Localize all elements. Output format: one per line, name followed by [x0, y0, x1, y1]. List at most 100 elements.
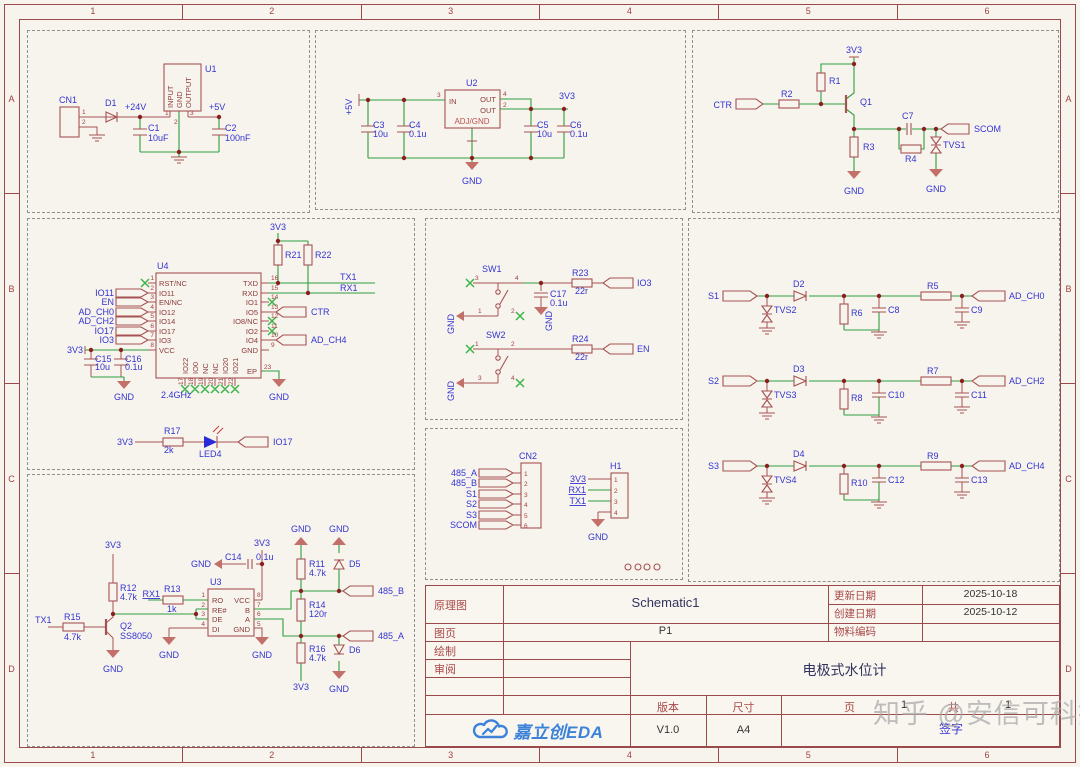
components — [735, 72, 970, 179]
schematic-label: C7 — [902, 111, 914, 121]
schematic-label: INPUT — [166, 85, 175, 108]
schematic-label: 2 — [82, 119, 86, 126]
frame-row-letter: D — [8, 663, 15, 674]
frame-col-number: 4 — [540, 4, 720, 19]
schematic-label: 485_B — [378, 586, 404, 596]
schematic-label: GND — [446, 314, 456, 335]
schematic-label: VCC — [234, 596, 250, 605]
sheet-name: P1 — [658, 625, 673, 637]
harness-flags — [478, 468, 515, 530]
schematic-label: 2 — [503, 102, 507, 109]
frame-col-number: 3 — [362, 748, 541, 763]
ground-symbols — [89, 134, 187, 164]
schematic-label: IO3 — [637, 278, 652, 288]
schematic-label: S2 — [466, 499, 477, 509]
schematic-label: C6 — [570, 120, 582, 130]
schematic-label: R7 — [927, 366, 939, 376]
schematic-label: 485_B — [451, 478, 477, 488]
harness-flags — [115, 288, 150, 345]
net-flag-SCOM — [940, 123, 970, 135]
cloud-logo-icon — [472, 719, 508, 739]
schematic-label: 13 — [271, 304, 279, 311]
resistor-R24 — [571, 344, 593, 354]
schematic-label: 2 — [511, 341, 515, 348]
regulator-U1 — [163, 63, 202, 112]
field-size-label: 尺寸 — [732, 702, 755, 714]
schematic-label: C9 — [971, 305, 983, 315]
schematic-label: GND — [191, 559, 212, 569]
frame-row-letter: C — [1061, 384, 1076, 574]
field-updated-label: 更新日期 — [834, 590, 876, 602]
schematic-label: 4 — [614, 510, 618, 517]
schematic-label: R21 — [285, 250, 302, 260]
schematic-label: 15 — [271, 285, 279, 292]
frame-row-letter: C — [4, 384, 19, 574]
mounting-hole — [643, 563, 651, 571]
field-version-label: 版本 — [657, 702, 679, 714]
frame-col-number: 2 — [183, 4, 362, 19]
schematic-label: TVS1 — [943, 140, 966, 150]
schematic-label: 3V3 — [846, 45, 862, 55]
schematic-label: 6 — [150, 323, 154, 330]
field-partcode-label: 物料编码 — [834, 626, 876, 638]
schematic-label: 4.7k — [120, 592, 138, 602]
frame-col-number: 1 — [4, 748, 183, 763]
capacitors-C1-C2 — [133, 128, 226, 136]
schematic-label: R14 — [309, 600, 326, 610]
schematic-label: IO22 — [181, 358, 190, 374]
schematic-label: R17 — [164, 426, 181, 436]
frame-col-number: 6 — [984, 750, 990, 760]
schematic-label: C4 — [409, 120, 421, 130]
schematic-label: 4.7k — [309, 653, 327, 663]
schematic-label: 4.7k — [309, 568, 327, 578]
schematic-label: +24V — [125, 102, 146, 112]
schematic-label: S2 — [708, 376, 719, 386]
diode-D6 — [333, 644, 345, 656]
schematic-label: OUT — [480, 106, 496, 115]
switch2-lever — [499, 355, 509, 371]
schematic-label: GND — [926, 184, 947, 194]
wires — [763, 56, 941, 171]
schematic-label: OUT — [480, 95, 496, 104]
schematic-label: ADJ/GND — [454, 117, 489, 126]
schematic-label: TXD — [243, 279, 259, 288]
schematic-label: 0.1u — [550, 298, 568, 308]
schematic-label: C1 — [148, 123, 160, 133]
led-LED4 — [204, 436, 217, 448]
schematic-label: 6 — [524, 523, 528, 530]
schematic-label: GND — [159, 650, 180, 660]
frame-col-number: 6 — [984, 6, 990, 16]
frame-row-letter: B — [4, 194, 19, 384]
schematic-label: 3V3 — [559, 91, 575, 101]
connector-CN2 — [520, 462, 542, 529]
resistor-R13 — [162, 595, 184, 605]
schematic-label: D6 — [349, 645, 361, 655]
schematic-label: TVS4 — [774, 475, 797, 485]
schematic-label: 3 — [475, 275, 479, 282]
schematic-label: RX1 — [142, 589, 160, 599]
schematic-label: TX1 — [35, 615, 52, 625]
schematic-label: GND — [269, 392, 290, 402]
schematic-label: R3 — [863, 142, 875, 152]
updated-date: 2025-10-18 — [963, 588, 1018, 600]
schematic-label: R2 — [781, 89, 793, 99]
mcu-chip-U4 — [155, 272, 262, 379]
schematic-label: GND — [329, 524, 350, 534]
schematic-label: IO17 — [94, 326, 114, 336]
schematic-label: R11 — [309, 559, 325, 569]
schematic-label: 3V3 — [270, 222, 286, 232]
schematic-label: GND — [544, 311, 554, 332]
